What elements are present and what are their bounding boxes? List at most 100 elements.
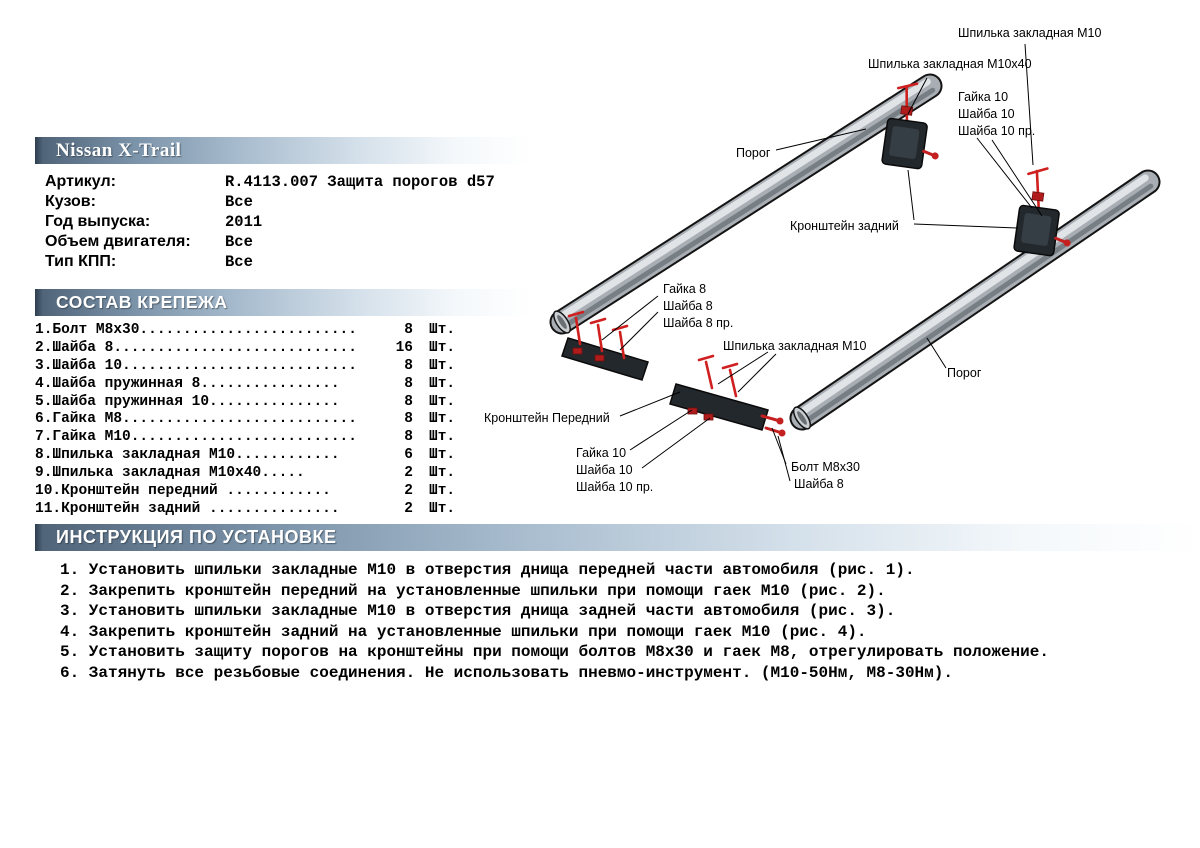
- callout-washer8: Шайба 8: [663, 299, 713, 313]
- instruction-step: 5. Установить защиту порогов на кронштей…: [60, 643, 1049, 661]
- part-name: 8.Шпилька закладная М10............: [35, 447, 340, 464]
- part-row: 11.Кронштейн задний ............... 2 Шт…: [35, 501, 535, 519]
- part-qty: 2: [404, 465, 413, 482]
- spec-label: Артикул:: [45, 173, 116, 190]
- part-row: 8.Шпилька закладная М10............ 6 Шт…: [35, 447, 535, 465]
- part-name: 1.Болт М8х30.........................: [35, 322, 357, 338]
- callout-sill-bottom: Порог: [947, 366, 982, 380]
- spec-value: Все: [225, 253, 253, 271]
- part-name: 10.Кронштейн передний ............: [35, 483, 331, 500]
- part-unit: Шт.: [429, 357, 456, 374]
- parts-list: 1.Болт М8х30......................... 8 …: [35, 322, 535, 519]
- part-row: 4.Шайба пружинная 8................ 8 Шт…: [35, 376, 535, 394]
- sill-tube-bottom: [789, 169, 1161, 431]
- part-row: 9.Шпилька закладная М10х40..... 2 Шт.: [35, 465, 535, 483]
- model-title: Nissan X-Trail: [56, 139, 182, 161]
- part-row: 6.Гайка М8........................... 8 …: [35, 411, 535, 429]
- rear-bracket-right: [1013, 167, 1071, 257]
- spec-value: Все: [225, 193, 253, 211]
- sill-tube-top: [549, 73, 943, 335]
- spec-row-article: Артикул: R.4113.007 Защита порогов d57: [45, 172, 535, 192]
- part-unit: Шт.: [429, 393, 456, 410]
- fasteners-title: СОСТАВ КРЕПЕЖА: [56, 292, 228, 312]
- spec-label: Объем двигателя:: [45, 233, 191, 250]
- part-name: 3.Шайба 10...........................: [35, 357, 357, 374]
- part-name: 2.Шайба 8............................: [35, 339, 357, 356]
- part-qty: 8: [404, 429, 413, 446]
- part-unit: Шт.: [429, 322, 456, 338]
- part-name: 5.Шайба пружинная 10...............: [35, 393, 340, 410]
- part-unit: Шт.: [429, 500, 456, 517]
- part-unit: Шт.: [429, 483, 456, 500]
- instruction-step: 4. Закрепить кронштейн задний на установ…: [60, 622, 867, 641]
- instruction-step: 3. Установить шпильки закладные М10 в от…: [60, 602, 896, 620]
- part-name: 4.Шайба пружинная 8................: [35, 375, 340, 392]
- callout-bolt-m8x30: Болт М8х30: [791, 460, 860, 474]
- spec-label: Тип КПП:: [45, 253, 117, 270]
- callout-nut10-rear: Гайка 10: [958, 90, 1008, 104]
- part-row: 1.Болт М8х30......................... 8 …: [35, 322, 535, 340]
- spec-row-body: Кузов: Все: [45, 192, 535, 212]
- part-name: 9.Шпилька закладная М10х40.....: [35, 465, 305, 482]
- callout-stud-rear-m10: Шпилька закладная М10: [958, 26, 1101, 40]
- callout-washer8-front: Шайба 8: [794, 477, 844, 491]
- callout-nut8: Гайка 8: [663, 282, 706, 296]
- part-qty: 16: [395, 339, 413, 356]
- spec-value: 2011: [225, 213, 263, 231]
- callout-washer8pr: Шайба 8 пр.: [663, 316, 733, 330]
- instruction-step: 2. Закрепить кронштейн передний на устан…: [60, 581, 886, 600]
- front-bracket-plate-b: [669, 354, 786, 437]
- callout-stud-front-m10: Шпилька закладная М10: [723, 339, 866, 353]
- part-unit: Шт.: [429, 429, 456, 446]
- spec-value: R.4113.007 Защита порогов d57: [225, 173, 495, 191]
- part-row: 2.Шайба 8............................ 16…: [35, 340, 535, 358]
- part-qty: 6: [404, 447, 413, 464]
- part-qty: 8: [404, 375, 413, 392]
- fasteners-header-bar: СОСТАВ КРЕПЕЖА: [35, 289, 531, 316]
- part-unit: Шт.: [429, 447, 456, 464]
- part-qty: 2: [404, 483, 413, 500]
- part-name: 7.Гайка М10..........................: [35, 429, 357, 446]
- part-name: 11.Кронштейн задний ...............: [35, 500, 340, 517]
- callout-washer10-front: Шайба 10: [576, 463, 633, 477]
- model-header-bar: Nissan X-Trail: [35, 137, 531, 164]
- spec-table: Артикул: R.4113.007 Защита порогов d57 К…: [45, 172, 535, 272]
- part-unit: Шт.: [429, 375, 456, 392]
- callout-washer10-rear: Шайба 10: [958, 107, 1015, 121]
- part-qty: 8: [404, 393, 413, 410]
- callout-bracket-front: Кронштейн Передний: [484, 411, 610, 425]
- callout-bracket-rear: Кронштейн задний: [790, 219, 899, 233]
- spec-row-gearbox: Тип КПП: Все: [45, 252, 535, 272]
- spec-label: Кузов:: [45, 193, 96, 210]
- part-row: 10.Кронштейн передний ............ 2 Шт.: [35, 483, 535, 501]
- callout-sill-top: Порог: [736, 146, 771, 160]
- spec-row-year: Год выпуска: 2011: [45, 212, 535, 232]
- part-row: 7.Гайка М10.......................... 8 …: [35, 429, 535, 447]
- instruction-step: 1. Установить шпильки закладные М10 в от…: [60, 561, 915, 579]
- part-row: 5.Шайба пружинная 10............... 8 Шт…: [35, 394, 535, 412]
- part-qty: 8: [404, 322, 413, 338]
- spec-row-engine: Объем двигателя: Все: [45, 232, 535, 252]
- part-row: 3.Шайба 10........................... 8 …: [35, 358, 535, 376]
- callout-washer10pr-rear: Шайба 10 пр.: [958, 124, 1035, 138]
- assembly-diagram-svg: Шпилька закладная М10 Шпилька закладная …: [484, 26, 1161, 494]
- callout-nut10-front: Гайка 10: [576, 446, 626, 460]
- instruction-steps: 1. Установить шпильки закладные М10 в от…: [38, 560, 1198, 683]
- spec-value: Все: [225, 233, 253, 251]
- callout-stud-rear-m10x40: Шпилька закладная М10х40: [868, 57, 1032, 71]
- callout-leader-lines: [601, 43, 1043, 482]
- part-name: 6.Гайка М8...........................: [35, 411, 357, 428]
- assembly-diagram: Шпилька закладная М10 Шпилька закладная …: [480, 0, 1200, 520]
- part-qty: 8: [404, 357, 413, 374]
- part-unit: Шт.: [429, 339, 456, 356]
- instructions-title: ИНСТРУКЦИЯ ПО УСТАНОВКЕ: [56, 527, 337, 547]
- rear-bracket-left: [881, 82, 939, 170]
- part-qty: 8: [404, 411, 413, 428]
- spec-label: Год выпуска:: [45, 213, 151, 230]
- part-unit: Шт.: [429, 465, 456, 482]
- part-unit: Шт.: [429, 411, 456, 428]
- front-bracket-plate-a: [561, 310, 649, 381]
- callout-washer10pr-front: Шайба 10 пр.: [576, 480, 653, 494]
- instructions-header-bar: ИНСТРУКЦИЯ ПО УСТАНОВКЕ: [35, 524, 1200, 551]
